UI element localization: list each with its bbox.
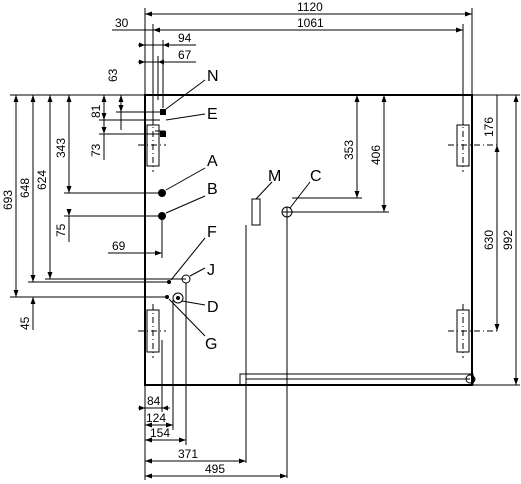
feature-d-inner	[176, 296, 180, 300]
top-dimensions: 1120 1061 30 94 67	[112, 0, 473, 125]
dim-495: 495	[205, 462, 225, 476]
dim-45: 45	[18, 316, 32, 330]
label-a: A	[207, 153, 218, 170]
hinge-slot-right-bottom	[448, 304, 500, 358]
right-dimensions: 992 630 176	[472, 94, 520, 386]
dim-343: 343	[54, 138, 68, 158]
cabinet-outline	[144, 94, 476, 386]
feature-e	[160, 131, 166, 137]
dim-63: 63	[106, 68, 120, 82]
dim-992: 992	[501, 230, 515, 250]
dim-648: 648	[18, 178, 32, 198]
leaders	[165, 79, 311, 337]
label-e: E	[207, 106, 218, 123]
bottom-dimensions: 84 124 154 371 495	[138, 217, 288, 480]
dim-75: 75	[54, 223, 68, 237]
dim-30: 30	[115, 16, 129, 30]
letter-labels: N E A B F J D G M C	[205, 68, 322, 353]
dim-176: 176	[482, 117, 496, 137]
dim-353: 353	[342, 140, 356, 160]
hinge-slot-left-bottom	[138, 304, 166, 358]
dim-154: 154	[150, 426, 170, 440]
dim-1061: 1061	[297, 16, 324, 30]
dim-1120: 1120	[297, 0, 323, 14]
dim-693: 693	[1, 190, 15, 210]
dim-630: 630	[482, 230, 496, 250]
dim-84: 84	[147, 394, 161, 408]
label-d: D	[207, 299, 219, 316]
dim-371: 371	[178, 447, 198, 461]
label-b: B	[207, 181, 218, 198]
dim-81: 81	[89, 104, 103, 118]
dim-624: 624	[35, 170, 49, 190]
label-j: J	[207, 262, 215, 279]
feature-m	[251, 198, 261, 226]
dim-69: 69	[112, 239, 126, 253]
dim-124: 124	[146, 411, 166, 425]
feature-n	[160, 109, 166, 115]
hinge-slot-left-top	[138, 118, 166, 172]
label-n: N	[207, 68, 219, 85]
dim-67: 67	[178, 48, 192, 62]
dim-94: 94	[178, 31, 192, 45]
interior-dimensions: 353 406	[292, 95, 389, 213]
label-g: G	[205, 336, 217, 353]
label-f: F	[207, 224, 217, 241]
left-dimensions: 693 648 624 343 75 63 81 73	[1, 68, 186, 330]
dim-406: 406	[369, 145, 383, 165]
dim-73: 73	[89, 143, 103, 157]
label-c: C	[310, 168, 322, 185]
label-m: M	[268, 168, 281, 185]
feature-d	[172, 292, 184, 304]
